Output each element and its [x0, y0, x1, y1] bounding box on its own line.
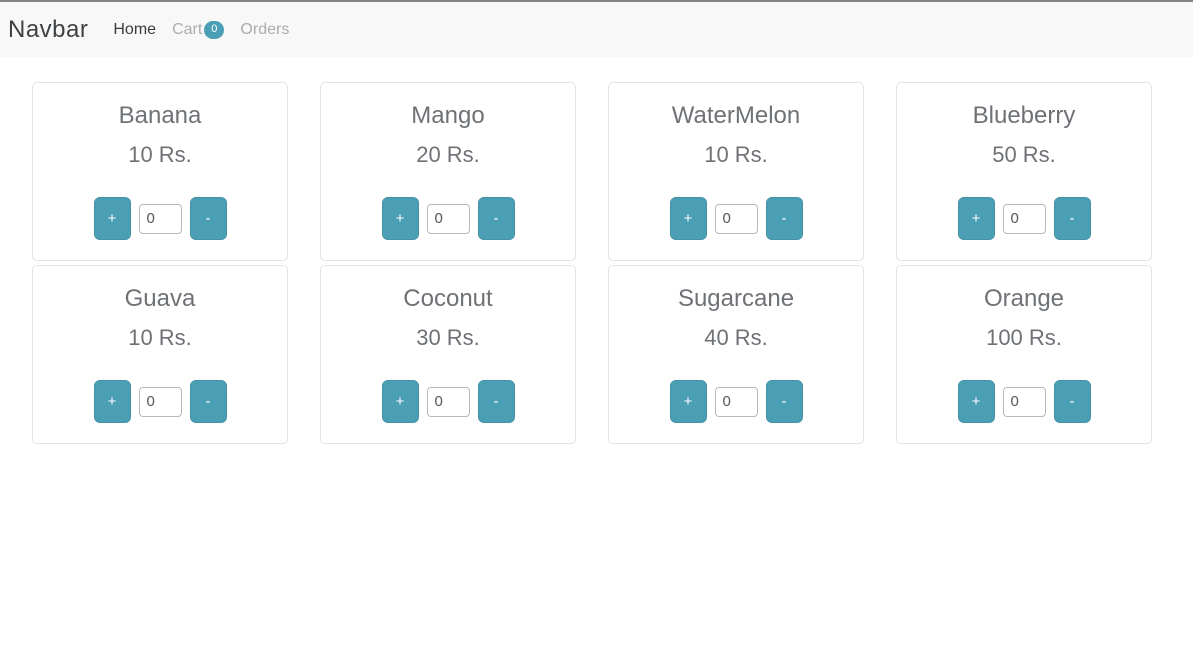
- nav-item-home-label: Home: [113, 20, 157, 38]
- nav-item-cart-label: Cart: [172, 20, 203, 38]
- product-card: Guava 10 Rs. + -: [32, 265, 288, 444]
- product-name: Guava: [124, 285, 196, 312]
- increment-button[interactable]: +: [669, 380, 707, 424]
- increment-button[interactable]: +: [93, 197, 131, 241]
- decrement-button[interactable]: -: [477, 197, 515, 241]
- quantity-controls: + -: [609, 197, 863, 241]
- quantity-input[interactable]: [1002, 386, 1046, 417]
- product-price: 30 Rs.: [416, 324, 480, 350]
- product-price: 50 Rs.: [992, 141, 1056, 167]
- product-name: Mango: [411, 102, 485, 129]
- decrement-button[interactable]: -: [1053, 197, 1091, 241]
- navbar: Navbar Home Cart 0 Orders: [0, 0, 1193, 57]
- product-price: 10 Rs.: [128, 141, 192, 167]
- increment-button[interactable]: +: [669, 197, 707, 241]
- navbar-links: Home Cart 0 Orders: [105, 20, 297, 39]
- product-card: WaterMelon 10 Rs. + -: [608, 82, 864, 261]
- product-grid: Banana 10 Rs. + - Mango 20 Rs. + - Water…: [0, 82, 1193, 444]
- product-name: Sugarcane: [677, 285, 795, 312]
- nav-item-orders-label: Orders: [240, 20, 290, 38]
- product-card: Blueberry 50 Rs. + -: [896, 82, 1152, 261]
- quantity-input[interactable]: [426, 203, 470, 234]
- quantity-input[interactable]: [138, 203, 182, 234]
- product-price: 10 Rs.: [128, 324, 192, 350]
- decrement-button[interactable]: -: [1053, 380, 1091, 424]
- increment-button[interactable]: +: [381, 380, 419, 424]
- quantity-input[interactable]: [714, 386, 758, 417]
- product-name: Orange: [983, 285, 1065, 312]
- quantity-input[interactable]: [1002, 203, 1046, 234]
- product-price: 40 Rs.: [704, 324, 768, 350]
- decrement-button[interactable]: -: [477, 380, 515, 424]
- product-card: Mango 20 Rs. + -: [320, 82, 576, 261]
- increment-button[interactable]: +: [93, 380, 131, 424]
- product-price: 100 Rs.: [986, 324, 1062, 350]
- product-card: Coconut 30 Rs. + -: [320, 265, 576, 444]
- product-card: Sugarcane 40 Rs. + -: [608, 265, 864, 444]
- quantity-input[interactable]: [714, 203, 758, 234]
- product-price: 20 Rs.: [416, 141, 480, 167]
- increment-button[interactable]: +: [381, 197, 419, 241]
- product-name: Banana: [118, 102, 202, 129]
- cart-count-badge: 0: [204, 20, 225, 39]
- nav-item-home[interactable]: Home: [105, 21, 164, 39]
- quantity-controls: + -: [33, 380, 287, 424]
- product-card: Banana 10 Rs. + -: [32, 82, 288, 261]
- quantity-controls: + -: [897, 380, 1151, 424]
- nav-item-cart[interactable]: Cart 0: [164, 20, 232, 39]
- quantity-input[interactable]: [138, 386, 182, 417]
- quantity-input[interactable]: [426, 386, 470, 417]
- navbar-brand[interactable]: Navbar: [8, 15, 89, 43]
- increment-button[interactable]: +: [957, 380, 995, 424]
- product-price: 10 Rs.: [704, 141, 768, 167]
- quantity-controls: + -: [897, 197, 1151, 241]
- quantity-controls: + -: [609, 380, 863, 424]
- product-card: Orange 100 Rs. + -: [896, 265, 1152, 444]
- product-name: Blueberry: [972, 102, 1076, 129]
- decrement-button[interactable]: -: [765, 380, 803, 424]
- product-name: Coconut: [403, 285, 493, 312]
- quantity-controls: + -: [33, 197, 287, 241]
- product-name: WaterMelon: [671, 102, 801, 129]
- quantity-controls: + -: [321, 380, 575, 424]
- decrement-button[interactable]: -: [189, 380, 227, 424]
- decrement-button[interactable]: -: [765, 197, 803, 241]
- nav-item-orders[interactable]: Orders: [232, 21, 297, 39]
- increment-button[interactable]: +: [957, 197, 995, 241]
- quantity-controls: + -: [321, 197, 575, 241]
- decrement-button[interactable]: -: [189, 197, 227, 241]
